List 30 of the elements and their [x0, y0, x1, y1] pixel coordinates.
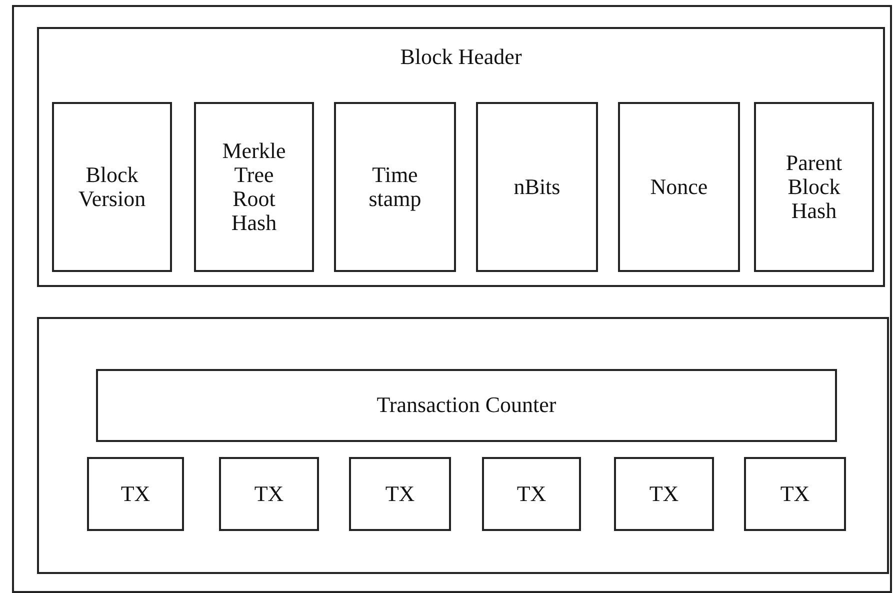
field-box — [87, 457, 184, 531]
container-box — [37, 27, 885, 287]
field-label: TX — [120, 482, 152, 506]
field-box — [96, 369, 837, 442]
field-label: TX — [779, 482, 811, 506]
field-box — [194, 102, 314, 272]
field-box — [754, 102, 874, 272]
field-box — [476, 102, 598, 272]
field-box — [618, 102, 740, 272]
field-box — [219, 457, 319, 531]
field-label: Block Version — [77, 162, 147, 212]
field-label: Time stamp — [368, 162, 422, 212]
field-label: Merkle Tree Root Hash — [221, 138, 287, 236]
field-label: Parent Block Hash — [784, 150, 844, 224]
container-box — [12, 5, 892, 593]
field-label: Nonce — [649, 174, 709, 200]
field-label: TX — [516, 482, 548, 506]
field-label: TX — [253, 482, 285, 506]
field-label: Transaction Counter — [376, 393, 558, 418]
heading-text: Block Header — [399, 43, 523, 70]
field-box — [614, 457, 714, 531]
field-box — [349, 457, 451, 531]
field-box — [744, 457, 846, 531]
container-box — [37, 317, 889, 574]
field-box — [52, 102, 172, 272]
field-box — [334, 102, 456, 272]
field-label: TX — [648, 482, 680, 506]
field-label: nBits — [512, 174, 562, 200]
field-label: TX — [384, 482, 416, 506]
field-box — [482, 457, 581, 531]
